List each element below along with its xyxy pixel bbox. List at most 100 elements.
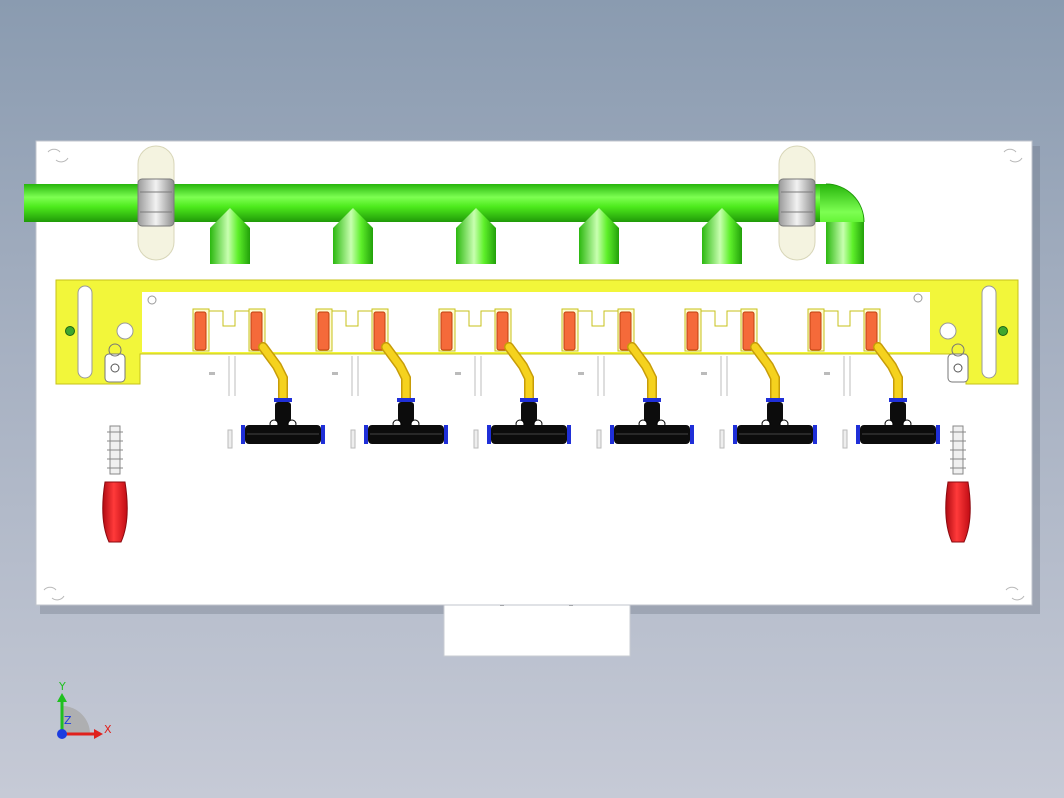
axis-triad[interactable]: X Y Z bbox=[57, 680, 112, 739]
station-notch bbox=[455, 310, 495, 327]
y-axis-head bbox=[57, 693, 67, 702]
nozzle-station bbox=[561, 308, 694, 449]
orange-insert bbox=[563, 311, 576, 351]
station-notch bbox=[701, 310, 741, 327]
bracket-hole-right bbox=[939, 322, 957, 340]
plate-tab bbox=[443, 597, 631, 657]
yellow-tube bbox=[382, 343, 410, 406]
plate-corner-holes bbox=[43, 148, 1025, 601]
nozzle-station bbox=[192, 308, 325, 449]
manifold-drops bbox=[210, 208, 742, 264]
nozzle-bracket[interactable] bbox=[55, 279, 1019, 385]
fitting-collar-top bbox=[274, 398, 292, 402]
orange-insert bbox=[194, 311, 207, 351]
z-axis-dot bbox=[57, 729, 67, 739]
tee-stem bbox=[521, 402, 537, 422]
tee-stem bbox=[398, 402, 414, 422]
station-notch bbox=[332, 310, 372, 327]
orange-insert bbox=[809, 311, 822, 351]
yellow-tube bbox=[874, 343, 902, 406]
fitting-collar-top bbox=[520, 398, 538, 402]
toggle-clamp-right bbox=[945, 343, 971, 543]
manifold-drop bbox=[702, 208, 742, 264]
fitting-collar-top bbox=[766, 398, 784, 402]
sensor-pin bbox=[228, 356, 236, 396]
clamp-handle bbox=[945, 481, 971, 543]
station-post bbox=[473, 429, 479, 449]
nozzle-station bbox=[684, 308, 817, 449]
fitting-collar-top bbox=[889, 398, 907, 402]
clamp-pivot bbox=[110, 363, 120, 373]
fitting-collar-right bbox=[813, 425, 817, 444]
sensor-pin bbox=[843, 356, 851, 396]
clamp-hook bbox=[951, 343, 965, 357]
fitting-collar-top bbox=[397, 398, 415, 402]
fitting-collar-left bbox=[241, 425, 245, 444]
fitting-collar-top bbox=[643, 398, 661, 402]
fitting-collar-left bbox=[487, 425, 491, 444]
fitting-collar-right bbox=[444, 425, 448, 444]
nozzle-station bbox=[438, 308, 571, 449]
manifold-drop bbox=[210, 208, 250, 264]
fitting-collar-left bbox=[364, 425, 368, 444]
z-axis-label: Z bbox=[64, 714, 72, 727]
fitting-collar-left bbox=[733, 425, 737, 444]
station-post bbox=[719, 429, 725, 449]
fitting-collar-right bbox=[321, 425, 325, 444]
yellow-tube bbox=[259, 343, 287, 406]
fitting-collar-right bbox=[690, 425, 694, 444]
orange-insert bbox=[250, 311, 263, 351]
fitting-collar-right bbox=[936, 425, 940, 444]
sensor-pin bbox=[351, 356, 359, 396]
yellow-tube bbox=[628, 343, 656, 406]
sensor-mark bbox=[578, 372, 584, 375]
sensor-pin bbox=[597, 356, 605, 396]
station-notch bbox=[578, 310, 618, 327]
nozzle-station bbox=[807, 308, 940, 449]
toggle-clamps bbox=[102, 343, 971, 543]
clamp-band-ribs bbox=[140, 191, 813, 213]
manifold-drop bbox=[333, 208, 373, 264]
locating-pin-right bbox=[998, 326, 1008, 336]
orange-insert bbox=[742, 311, 755, 351]
yellow-tube bbox=[505, 343, 533, 406]
orange-insert bbox=[317, 311, 330, 351]
station-post bbox=[227, 429, 233, 449]
clamp-pivot bbox=[953, 363, 963, 373]
sensor-pin bbox=[720, 356, 728, 396]
triad-plane bbox=[62, 706, 90, 734]
sensor-mark bbox=[824, 372, 830, 375]
sensor-pin bbox=[474, 356, 482, 396]
nozzle-station bbox=[315, 308, 448, 449]
station-post bbox=[350, 429, 356, 449]
bracket-hole-left bbox=[116, 322, 134, 340]
manifold-drop bbox=[579, 208, 619, 264]
toggle-clamp-left bbox=[102, 343, 128, 543]
clamp-band-left bbox=[137, 178, 175, 227]
orange-insert bbox=[619, 311, 632, 351]
clamp-handle bbox=[102, 481, 128, 543]
nozzle-stations bbox=[192, 308, 940, 449]
orange-insert bbox=[373, 311, 386, 351]
y-axis-label: Y bbox=[58, 680, 66, 693]
orange-insert bbox=[865, 311, 878, 351]
fitting-collar-left bbox=[610, 425, 614, 444]
station-notch bbox=[209, 310, 249, 327]
locating-pin-left bbox=[65, 326, 75, 336]
fitting-collar-right bbox=[567, 425, 571, 444]
tee-stem bbox=[644, 402, 660, 422]
station-notch bbox=[824, 310, 864, 327]
bracket-slots bbox=[77, 285, 997, 379]
sensor-mark bbox=[209, 372, 215, 375]
fitting-collar-left bbox=[856, 425, 860, 444]
clamp-hook bbox=[108, 343, 122, 357]
station-post bbox=[842, 429, 848, 449]
orange-insert bbox=[686, 311, 699, 351]
bracket-screw bbox=[913, 293, 923, 303]
orange-insert bbox=[496, 311, 509, 351]
bracket-screw bbox=[147, 295, 157, 305]
clamp-band-right bbox=[778, 178, 816, 227]
x-axis-label: X bbox=[104, 723, 112, 736]
